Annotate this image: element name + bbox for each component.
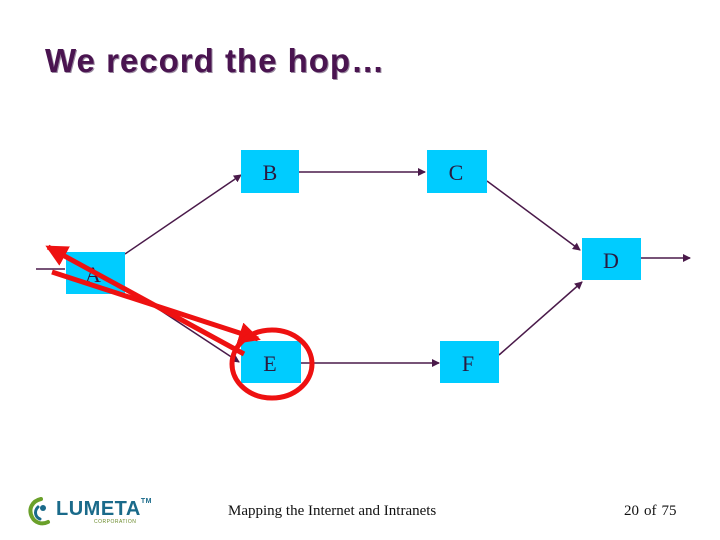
node-d-label: D [603,248,619,273]
link-f-d [498,281,583,356]
node-b-label: B [263,160,278,185]
node-f: F [440,341,499,383]
node-c-label: C [449,160,464,185]
trace-arrow-e-to-a [45,244,246,357]
hop-highlight-circle [229,327,315,401]
node-f-label: F [462,351,474,376]
logo-tagline: CORPORATION [94,519,137,525]
link-a-b [124,174,242,255]
lumeta-swoosh-icon [28,497,50,526]
logo-trademark: TM [140,498,152,505]
node-c: C [427,150,487,193]
lumeta-logo: LUMETATM CORPORATION [24,495,152,529]
footer-caption: Mapping the Internet and Intranets [228,503,437,519]
node-e: E [241,341,301,383]
node-e-label: E [263,351,276,376]
node-d: D [582,238,641,280]
link-c-d [486,180,581,251]
node-b: B [241,150,299,193]
page-current: 20 [624,503,639,519]
slide-title: We record the hop… [45,42,386,79]
page-total: 75 [661,503,677,519]
logo-wordmark: LUMETATM [56,498,152,520]
page-of: of [644,503,657,519]
